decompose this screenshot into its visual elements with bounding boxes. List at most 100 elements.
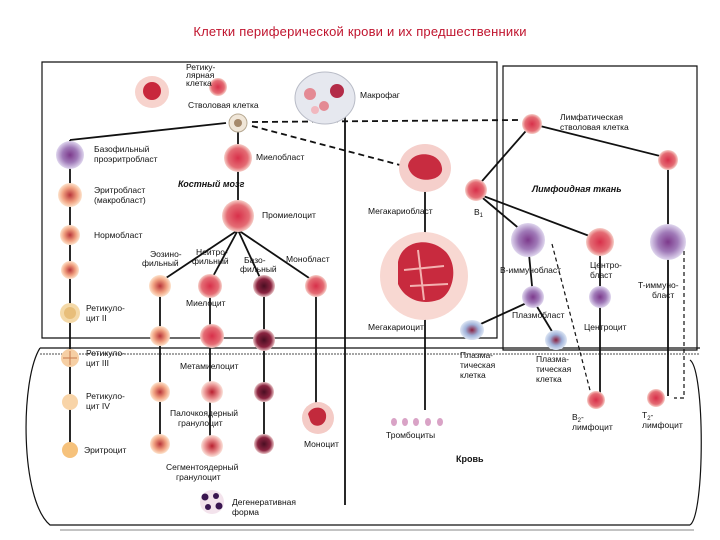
basophilic-proerythroblast-cell [56, 141, 84, 169]
label-b-immunoblast: B-иммунобласт [500, 265, 561, 275]
lymphoid-frame [502, 65, 698, 351]
monocyte-cell [302, 402, 334, 434]
label-baso-2: фильный [240, 264, 277, 274]
label-band-2: гранулоцит [178, 418, 223, 428]
label-erythroblast-1: Эритробласт [94, 185, 145, 195]
basophilic-segmented-cell [254, 434, 274, 454]
label-promyelocyte: Промиелоцит [262, 210, 316, 220]
label-basophilic-pro-2: проэритробласт [94, 154, 158, 164]
normoblast-cell [60, 225, 80, 245]
label-blood: Кровь [456, 454, 484, 464]
neutrophilic-segmented-cell [201, 435, 223, 457]
label-basophilic-pro-1: Базофильный [94, 144, 150, 154]
label-lymph-stem-1: Лимфатическая [560, 112, 623, 122]
neutrophilic-band-cell [201, 381, 223, 403]
label-reticular-2: лярная [186, 70, 215, 80]
label-platelets: Тромбоциты [386, 430, 435, 440]
label-plasma1-2: тическая [460, 360, 496, 370]
label-centrocyte: Центроцит [584, 322, 627, 332]
label-neutro-1: Нейтро- [196, 247, 228, 257]
label-segmented-2: гранулоцит [176, 472, 221, 482]
label-centroblast-1: Центро- [590, 260, 622, 270]
reticulocyte-4-cell [62, 394, 78, 410]
monoblast-cell [305, 275, 327, 297]
label-baso-1: Базо- [244, 255, 266, 265]
label-centroblast-2: бласт [590, 270, 612, 280]
centroblast-cell [586, 228, 614, 256]
basophilic-metamyelocyte-cell [253, 329, 275, 351]
t-immunoblast-cell [650, 224, 686, 260]
eosinophilic-segmented-cell [150, 434, 170, 454]
plasma-cell-1 [460, 320, 484, 340]
label-eosino-2: фильный [142, 258, 179, 268]
megakaryoblast-cell [399, 144, 451, 192]
b-immunoblast-cell [511, 223, 545, 257]
megakaryocyte-cell [380, 232, 468, 320]
label-band-1: Палочкоядерный [170, 408, 238, 418]
label-reticular-3: клетка [186, 78, 212, 88]
label-lymph-stem-2: стволовая клетка [560, 122, 629, 132]
stem-cell-top [209, 78, 227, 96]
dashed-lymph-lines [551, 243, 685, 399]
label-retic3-1: Ретикуло- [86, 348, 125, 358]
label-t-immunoblast-2: бласт [652, 290, 674, 300]
label-myeloblast: Миелобласт [256, 152, 304, 162]
label-monocyte: Моноцит [304, 439, 339, 449]
b1-cell [465, 179, 487, 201]
basophilic-myelocyte-cell [253, 275, 275, 297]
eosinophilic-myelocyte-cell [149, 275, 171, 297]
label-eosino-1: Эозино- [150, 249, 182, 259]
label-reticular-1: Ретику- [186, 62, 215, 72]
label-t-immunoblast-1: T-иммуно- [638, 280, 679, 290]
reticulocyte-3-cell [61, 349, 79, 367]
neutrophilic-myelocyte-cell [198, 274, 222, 298]
lymphatic-stem-cell [522, 114, 542, 134]
t-lymph-cell [658, 150, 678, 170]
stem-cell [228, 113, 248, 133]
label-plasma2-2: тическая [536, 364, 572, 374]
degenerative-form-cell [200, 490, 224, 514]
bone-marrow-frame [41, 61, 498, 339]
plasmoblast-cell [522, 286, 544, 308]
label-neutro-2: фильный [192, 256, 229, 266]
label-b2-2: лимфоцит [572, 422, 613, 432]
eosinophilic-metamyelocyte-cell [150, 326, 170, 346]
eosinophilic-band-cell [150, 382, 170, 402]
neutrophilic-metamyelocyte-cell [200, 324, 224, 348]
erythroblast-cell [58, 183, 82, 207]
label-degenerative-2: форма [232, 507, 259, 517]
platelets [391, 418, 443, 426]
label-b1: B1 [474, 207, 484, 219]
label-monoblast: Монобласт [286, 254, 330, 264]
label-plasmoblast: Плазмобласт [512, 310, 565, 320]
myeloblast-cell [224, 144, 252, 172]
basophilic-band-cell [254, 382, 274, 402]
label-retic2-2: цит II [86, 313, 107, 323]
label-megakaryoblast: Мегакариобласт [368, 206, 433, 216]
label-lymphoid-tissue: Лимфоидная ткань [531, 184, 622, 194]
page-title: Клетки периферической крови и их предшес… [193, 24, 527, 39]
label-b2-1: B2- [572, 412, 584, 424]
macrophage-cell [294, 71, 356, 125]
label-retic4-2: цит IV [86, 401, 110, 411]
label-erythrocyte: Эритроцит [84, 445, 127, 455]
label-stem-cell: Стволовая клетка [188, 100, 259, 110]
label-metamyelocyte: Метамиелоцит [180, 361, 239, 371]
reticulocyte-2-cell [60, 303, 80, 323]
label-retic2-1: Ретикуло- [86, 303, 125, 313]
label-segmented-1: Сегментоядерный [166, 462, 239, 472]
label-t2-1: T2- [642, 410, 654, 422]
label-normoblast: Нормобласт [94, 230, 143, 240]
label-megakaryocyte: Мегакариоцит [368, 322, 424, 332]
label-plasma2-3: клетка [536, 374, 562, 384]
t2-lymphocyte-cell [647, 389, 665, 407]
plasma-cell-2 [545, 330, 567, 350]
early-reticulocyte-cell [61, 261, 79, 279]
label-t2-2: лимфоцит [642, 420, 683, 430]
label-bone-marrow: Костный мозг [178, 179, 245, 189]
promyelocyte-cell [222, 200, 254, 232]
erythrocyte-cell [62, 442, 78, 458]
label-erythroblast-2: (макробласт) [94, 195, 146, 205]
label-plasma2-1: Плазма- [536, 354, 569, 364]
